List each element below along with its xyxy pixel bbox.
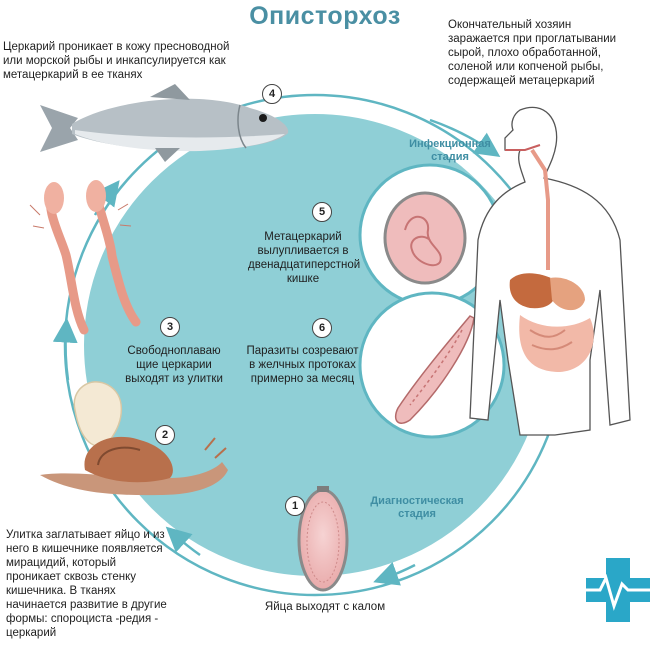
page-title: Описторхоз	[249, 2, 401, 30]
step-number-6: 6	[312, 318, 332, 338]
step-number-2: 2	[155, 425, 175, 445]
step-1-text: Яйца выходят с калом	[264, 601, 386, 613]
step-number-5: 5	[312, 202, 332, 222]
step-number-3: 3	[160, 317, 180, 337]
metacercaria-icon	[358, 163, 502, 307]
step-number-1: 1	[285, 496, 305, 516]
medical-cross-logo-icon	[580, 558, 650, 622]
arrow-to-cercaria	[52, 317, 78, 381]
adult-fluke-icon	[358, 291, 506, 439]
arrow-to-snail	[165, 526, 201, 557]
arrow-to-egg	[373, 562, 416, 586]
step-number-4: 4	[262, 84, 282, 104]
snail-icon	[40, 381, 228, 496]
fish-icon	[40, 84, 289, 162]
cercaria-icon	[29, 180, 141, 335]
arrow-to-human	[429, 118, 501, 158]
egg-icon	[297, 486, 349, 592]
human-body-icon	[469, 106, 631, 436]
